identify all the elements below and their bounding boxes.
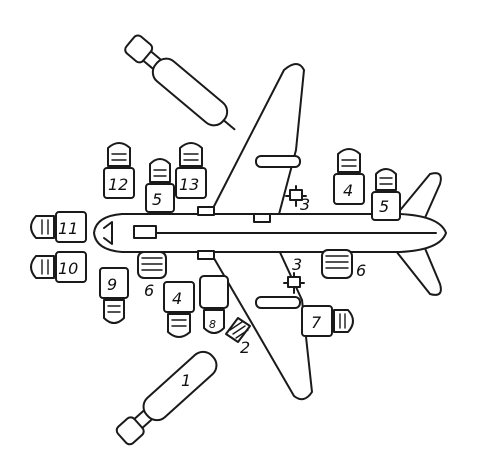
lower-wing xyxy=(207,247,313,401)
label-belt-loader-bottom: 6 xyxy=(144,281,154,300)
vehicle-4-bottom xyxy=(163,281,195,338)
label-vehicle-13: 13 xyxy=(179,175,199,194)
label-service-unit-lower: 3 xyxy=(292,255,302,274)
vehicle-5-left xyxy=(145,158,175,213)
service-unit-lower xyxy=(283,272,305,294)
label-vehicle-4-bottom: 4 xyxy=(172,289,182,308)
label-vehicle-12: 12 xyxy=(108,175,128,194)
label-vehicle-8: 8 xyxy=(209,318,216,331)
vehicle-12 xyxy=(103,142,135,199)
engine-lower xyxy=(255,296,301,309)
label-vehicle-10: 10 xyxy=(58,259,78,278)
label-belt-loader-right: 6 xyxy=(356,261,366,280)
label-fuel-truck-lower: 1 xyxy=(181,371,191,390)
upper-stabilizer xyxy=(391,172,442,221)
vehicle-8 xyxy=(199,275,229,334)
vehicle-4-right xyxy=(333,148,365,205)
label-vehicle-4-right: 4 xyxy=(343,181,353,200)
label-vehicle-5-left: 5 xyxy=(152,190,162,209)
service-unit-upper xyxy=(285,185,307,207)
label-vehicle-11: 11 xyxy=(58,219,78,238)
vehicle-10 xyxy=(30,251,87,283)
label-vehicle-9: 9 xyxy=(107,275,117,294)
belt-loader-bottom xyxy=(137,251,167,279)
engine-upper xyxy=(255,155,301,168)
vehicle-11 xyxy=(30,211,87,243)
hatch-upper xyxy=(253,213,271,223)
belt-loader-right xyxy=(321,249,353,279)
boarding-steps xyxy=(225,317,251,343)
cockpit-window xyxy=(103,221,113,245)
fuel-truck-upper xyxy=(124,34,236,131)
cabin-door xyxy=(133,225,157,239)
vehicle-5-right xyxy=(371,168,401,221)
fuel-truck-lower xyxy=(115,350,218,446)
label-vehicle-5-right: 5 xyxy=(379,197,389,216)
lower-stabilizer xyxy=(391,245,442,296)
label-service-unit-upper: 3 xyxy=(300,195,310,214)
label-boarding-steps: 2 xyxy=(240,338,250,357)
vehicle-7 xyxy=(301,305,354,337)
vehicle-9 xyxy=(99,267,129,324)
upper-wing xyxy=(207,63,305,219)
aircraft xyxy=(93,63,447,401)
label-vehicle-7: 7 xyxy=(311,313,322,332)
door-lower xyxy=(197,250,215,260)
door-upper xyxy=(197,206,215,216)
vehicle-13 xyxy=(175,142,207,199)
